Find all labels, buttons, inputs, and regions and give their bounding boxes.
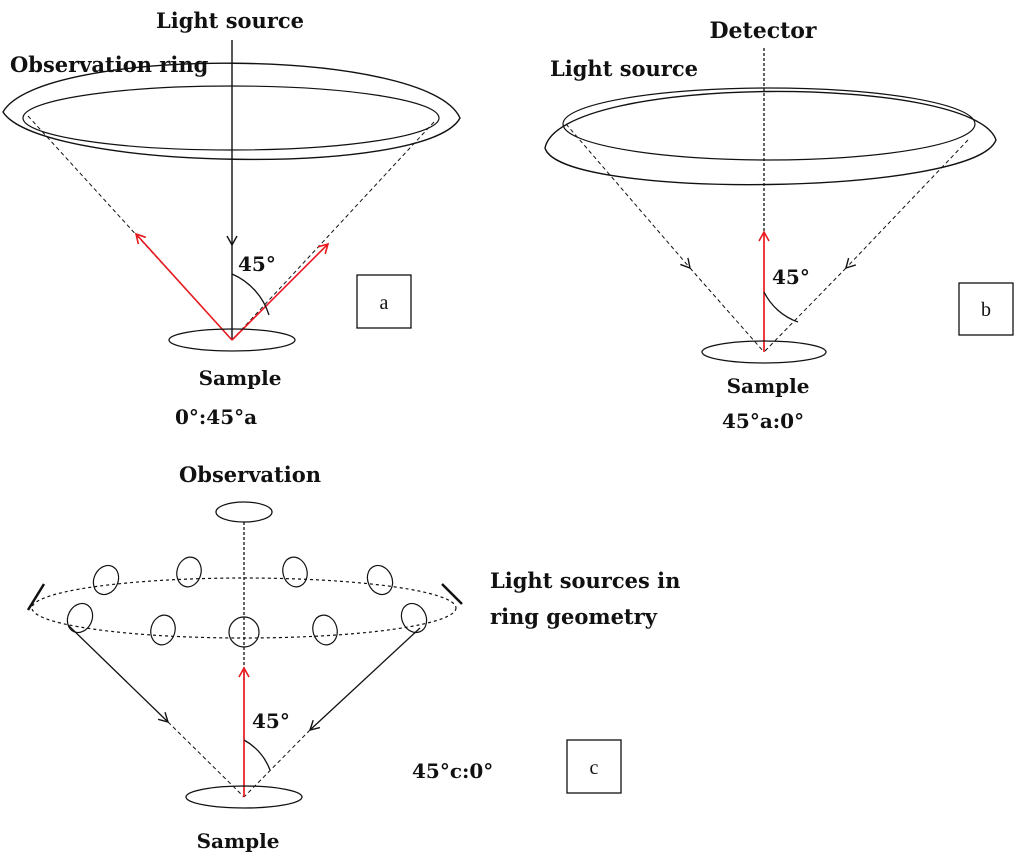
angle-label: 45° (772, 265, 810, 289)
angle-arc (231, 273, 270, 316)
detector-label: Detector (709, 18, 816, 44)
panel-label: b (981, 299, 991, 321)
light-source-back-3 (282, 556, 308, 588)
light-source-back-1 (92, 564, 120, 596)
panel-label: a (380, 292, 389, 314)
light-source-label: Light source (550, 56, 698, 81)
geometry-label: 45°a:0° (722, 409, 804, 433)
light-source-front-1 (66, 602, 94, 634)
light-source-ring-inner (562, 87, 976, 161)
incident-ray-left (565, 123, 691, 270)
sample-disc (185, 785, 303, 809)
sample-label: Sample (727, 374, 810, 398)
light-source-front-4 (312, 614, 338, 646)
sample-disc (701, 340, 827, 364)
panel-label: c (590, 757, 599, 779)
reflected-arrow-left (134, 232, 233, 341)
observation-ring-outer (2, 62, 461, 161)
light-source-back-4 (366, 564, 394, 596)
angle-label: 45° (238, 252, 276, 276)
angle-arc (243, 739, 271, 771)
observation-label: Observation (179, 462, 321, 487)
light-sources-label-line2: ring geometry (490, 604, 658, 629)
incident-ray-right (308, 627, 421, 731)
light-source-front-5 (400, 602, 428, 634)
geometry-label: 0°:45°a (175, 405, 257, 429)
reflected-arrow-right (231, 242, 330, 341)
incident-ray-left-lower (689, 267, 765, 353)
panel-label-box (958, 282, 1014, 336)
observation-disc (215, 501, 273, 523)
light-sources-label-line1: Light sources in (490, 568, 680, 593)
panel-label-box (356, 274, 412, 329)
angle-arc (763, 291, 799, 323)
light-source-front-2 (150, 614, 176, 646)
sample-label: Sample (197, 829, 280, 853)
ring-endcap-left (26, 583, 46, 611)
incident-ray-left-lower (167, 721, 245, 798)
angle-label: 45° (252, 709, 290, 733)
ring-endcap-right (441, 583, 463, 605)
geometry-label: 45°c:0° (412, 759, 493, 783)
incident-ray-right (845, 139, 969, 270)
observation-ring-label: Observation ring (10, 52, 209, 77)
panel-a: Light source Observation ring 45° Sample… (2, 8, 461, 429)
observation-ring-inner (22, 85, 440, 151)
light-source-back-2 (176, 556, 202, 588)
panel-b: Detector Light source 45° Sample 45°a:0°… (544, 18, 1014, 433)
sample-disc (168, 328, 296, 352)
cone-right-edge (231, 121, 435, 341)
incident-ray-right-lower (763, 267, 847, 353)
light-source-label: Light source (156, 8, 304, 33)
incident-ray-right-lower (243, 729, 311, 798)
panel-label-box (566, 739, 622, 794)
incident-ray-left (67, 624, 170, 724)
light-source-ring-outer (544, 90, 997, 186)
sample-label: Sample (199, 366, 282, 390)
panel-c: Observation Light sources in ring geomet… (26, 462, 680, 853)
